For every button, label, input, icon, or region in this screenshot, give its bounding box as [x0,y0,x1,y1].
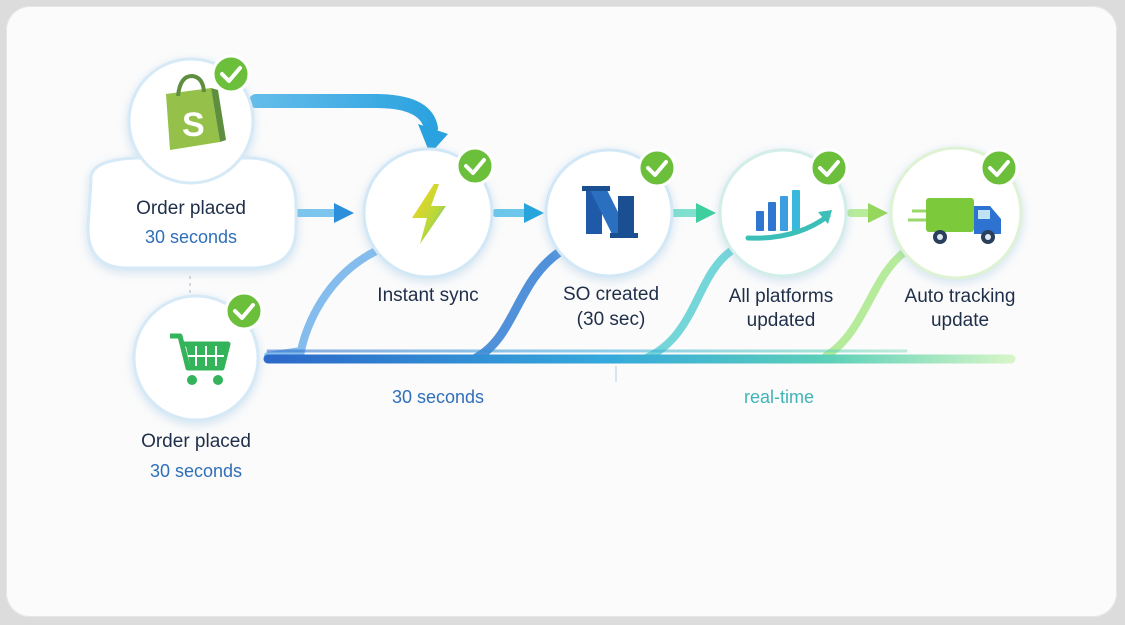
so-created-duration: (30 sec) [576,309,646,330]
check-badge-platforms [809,148,849,188]
lightning-icon [412,184,446,244]
instant-sync-label: Instant sync [377,285,479,306]
step-arrow-4 [847,203,888,223]
shopify-order-title: Order placed [136,198,246,219]
auto-tracking-label-line1: Auto tracking [904,286,1016,307]
feeder-curve-sync [264,247,380,360]
bar-chart-icon [745,190,832,241]
check-badge-tracking [979,148,1019,188]
feeder-curve-platforms [642,247,735,362]
timeline-left-label: 30 seconds [391,387,485,407]
check-badge-so [637,148,677,188]
shopping-cart-icon [170,333,231,385]
cart-order-duration: 30 seconds [149,461,243,481]
diagram-canvas: S [6,6,1117,617]
all-platforms-label-line2: updated [746,310,816,331]
shopify-order-duration: 30 seconds [144,227,238,247]
check-badge-cart [224,291,264,331]
shopify-letter: S [182,106,205,144]
delivery-truck-icon [908,198,1001,244]
netsuite-logo-icon [582,186,638,238]
feeder-curve-so [471,246,566,363]
cart-order-title: Order placed [141,431,251,452]
shopify-bag-icon: S [166,73,226,150]
flow-connectors: S [86,54,1023,422]
top-flow-arrow [249,94,438,135]
all-platforms-label-line1: All platforms [728,286,834,307]
so-created-label: SO created [562,284,660,305]
top-flow-arrowhead [418,124,448,154]
step-arrow-1 [294,203,354,223]
feeder-curve-tracking [822,247,910,360]
step-arrow-3 [670,203,716,223]
check-badge-sync [455,146,495,186]
step-arrow-2 [492,203,544,223]
auto-tracking-label-line2: update [930,310,990,331]
timeline-right-label: real-time [743,387,814,407]
check-badge-shopify [211,54,251,94]
